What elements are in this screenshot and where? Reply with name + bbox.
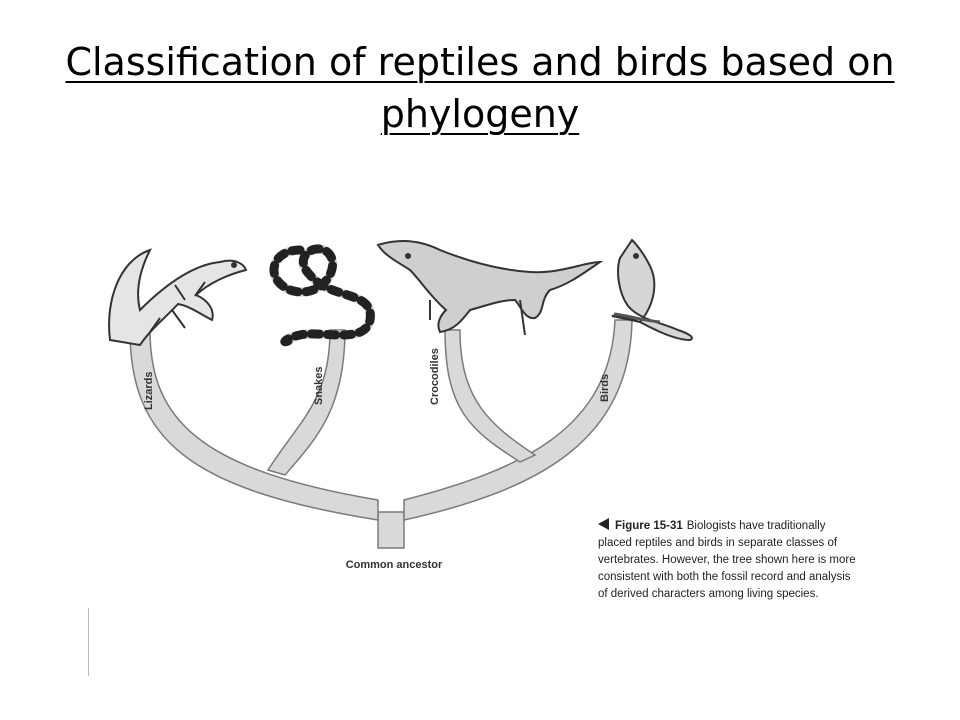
figure-label: Figure 15-31	[615, 520, 683, 532]
lizard-illustration	[108, 248, 248, 347]
label-snakes: Snakes	[313, 366, 325, 405]
lower-left-branch	[129, 329, 379, 521]
label-crocodiles: Crocodiles	[429, 348, 441, 405]
croc-bird-node	[444, 329, 537, 463]
label-lizards: Lizards	[143, 371, 155, 410]
caption-text: Biologists have traditionally placed rep…	[598, 520, 856, 600]
crocodile-illustration	[376, 239, 604, 336]
bird-illustration	[611, 238, 693, 342]
root-trunk	[377, 511, 405, 549]
label-common-ancestor: Common ancestor	[346, 559, 443, 571]
tree-branches	[129, 319, 633, 549]
margin-rule	[88, 608, 89, 676]
lizard-snake-node	[266, 329, 346, 476]
slide-title: Classification of reptiles and birds bas…	[65, 40, 895, 136]
label-birds: Birds	[599, 374, 611, 402]
snake-illustration	[269, 244, 375, 347]
caption-arrow-icon	[598, 518, 609, 530]
